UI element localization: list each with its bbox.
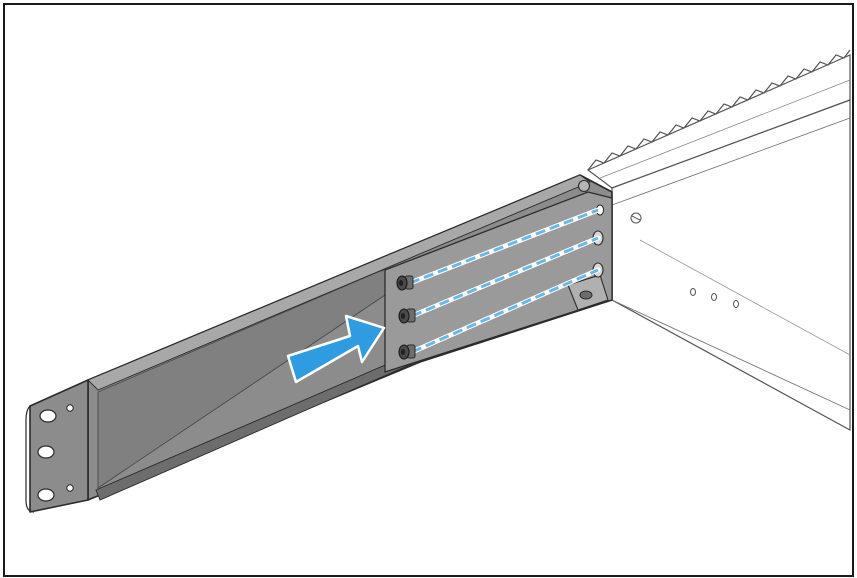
bracket-ear-slot-3 <box>37 488 55 502</box>
bracket-front-ear-edge <box>25 405 35 513</box>
bracket-ear-hole-small-1 <box>66 404 74 412</box>
screw-3 <box>398 344 416 360</box>
guide-line-3-dash <box>411 268 599 354</box>
bracket-corner-screw <box>577 179 591 193</box>
chassis-side-screw-slot <box>631 215 641 221</box>
bracket-flange-hole <box>579 290 593 300</box>
bracket-ear-slot-1 <box>39 409 57 423</box>
screws <box>396 275 416 360</box>
rack-mount-bracket <box>25 174 613 513</box>
guide-line-1-dash <box>409 208 599 285</box>
bracket-ear-slot-2 <box>37 445 55 459</box>
screw-1 <box>396 275 414 291</box>
bracket-ear-hole-small-2 <box>66 484 74 492</box>
chassis-side-lower-line <box>611 299 851 411</box>
chassis-side-groove <box>639 239 851 356</box>
chassis-hole-1 <box>690 288 696 296</box>
chassis-side-upper-line <box>611 117 851 206</box>
bracket-upper-lip <box>87 174 591 391</box>
frame-border <box>3 3 854 577</box>
chassis-hole-2 <box>711 293 717 301</box>
chassis-top-mid-edge <box>599 79 851 179</box>
screw-2 <box>398 308 416 324</box>
chassis-vent-ridge <box>587 49 851 171</box>
screw-guide-lines <box>407 207 601 355</box>
direction-arrow-icon <box>286 314 386 384</box>
server-chassis <box>586 49 851 432</box>
guide-line-2-dash <box>411 236 599 318</box>
chassis-hole-3 <box>733 300 739 308</box>
